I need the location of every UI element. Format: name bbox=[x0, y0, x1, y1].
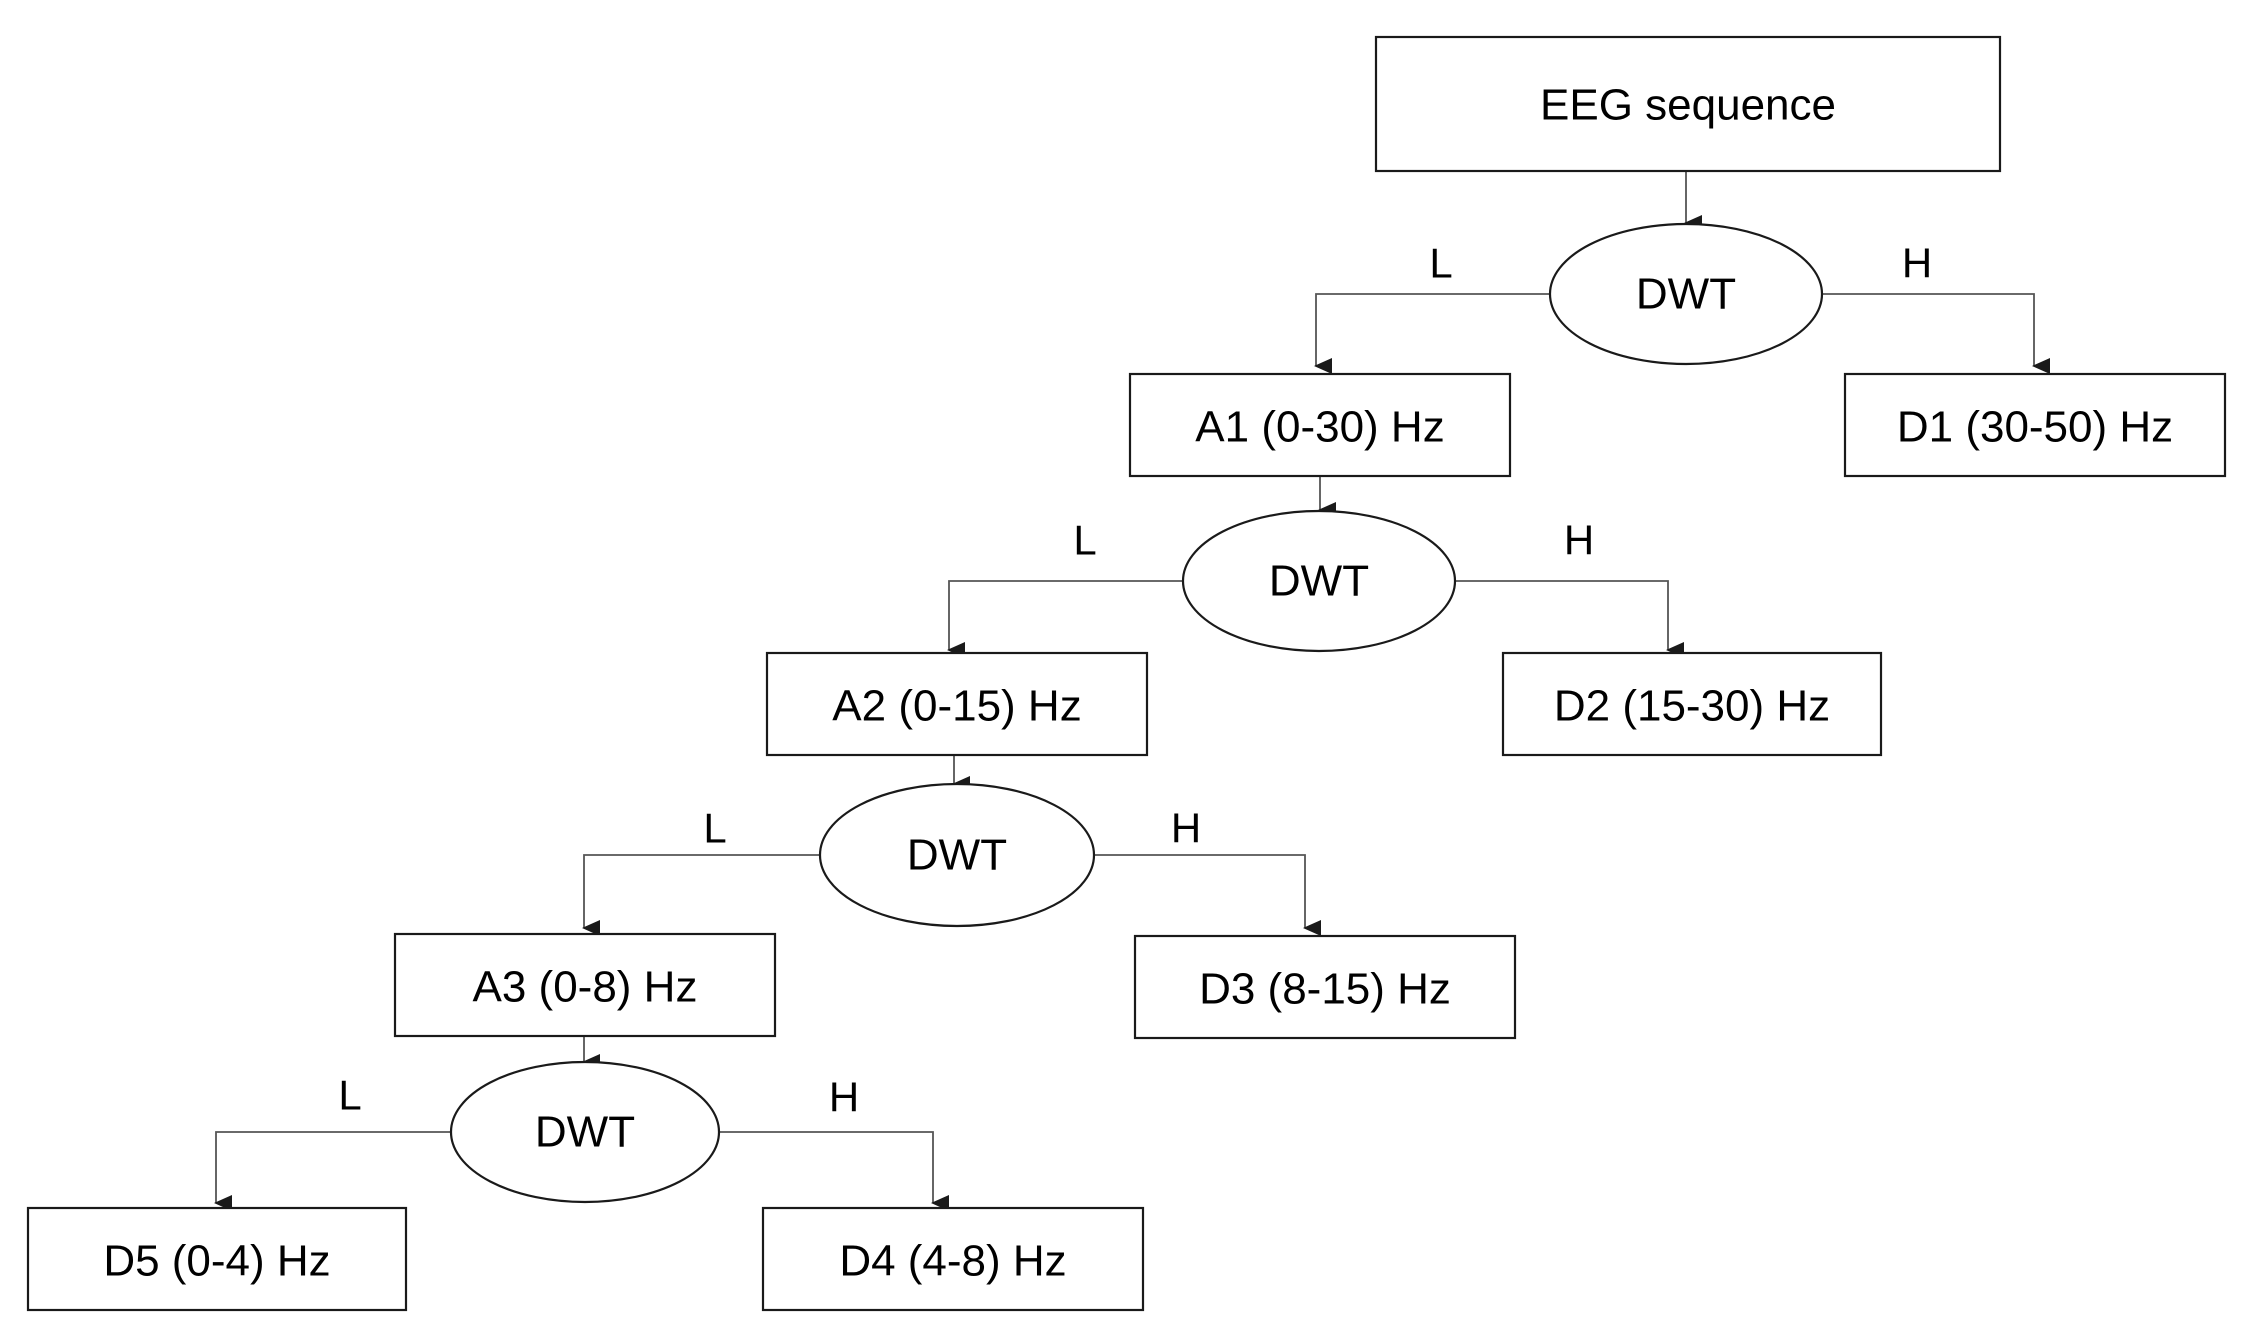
edges bbox=[214, 171, 2050, 1211]
level-1: DWT L H A1 (0-30) Hz D1 (30-50) Hz bbox=[1128, 222, 2227, 478]
edge-dwt-2-low bbox=[947, 580, 1183, 658]
edge-dwt-1-high bbox=[1820, 293, 2050, 374]
level-3: DWT L H A3 (0-8) Hz D3 (8-15) Hz bbox=[393, 782, 1517, 1040]
high-branch-label-1: H bbox=[1902, 240, 1932, 287]
dwt-label-1: DWT bbox=[1636, 270, 1736, 319]
low-branch-label-4: L bbox=[338, 1072, 361, 1119]
dwt-label-2: DWT bbox=[1269, 557, 1369, 606]
detail-box-3 bbox=[1133, 934, 1517, 1040]
detail-box-1 bbox=[1843, 372, 2227, 478]
dwt-node-2 bbox=[1181, 509, 1457, 653]
dwt-node-1 bbox=[1548, 222, 1824, 366]
approx-label-3: A3 (0-8) Hz bbox=[473, 963, 698, 1012]
input-box bbox=[1374, 35, 2002, 173]
low-branch-label-3: L bbox=[703, 805, 726, 852]
dwt-node-4 bbox=[449, 1060, 721, 1204]
edge-dwt-2-high bbox=[1455, 580, 1684, 658]
level-4: DWT L H D5 (0-4) Hz D4 (4-8) Hz bbox=[26, 1060, 1145, 1312]
approx-box-3 bbox=[393, 932, 777, 1038]
approx-box-4 bbox=[26, 1206, 408, 1312]
approx-label-4: D5 (0-4) Hz bbox=[103, 1237, 330, 1286]
input-label: EEG sequence bbox=[1540, 81, 1836, 130]
dwt-label-4: DWT bbox=[535, 1108, 635, 1157]
high-branch-label-4: H bbox=[829, 1074, 859, 1121]
detail-box-4 bbox=[761, 1206, 1145, 1312]
approx-box-2 bbox=[765, 651, 1149, 757]
edge-dwt-4-high bbox=[718, 1131, 949, 1211]
low-branch-label-2: L bbox=[1073, 517, 1096, 564]
approx-box-1 bbox=[1128, 372, 1512, 478]
edge-dwt-1-low bbox=[1314, 293, 1552, 374]
edge-dwt-3-high bbox=[1094, 854, 1321, 936]
dwt-label-3: DWT bbox=[907, 831, 1007, 880]
dwt-node-3 bbox=[818, 782, 1096, 928]
detail-label-4: D4 (4-8) Hz bbox=[839, 1237, 1066, 1286]
input-node: EEG sequence bbox=[1374, 35, 2002, 173]
detail-box-2 bbox=[1501, 651, 1883, 757]
detail-label-2: D2 (15-30) Hz bbox=[1554, 682, 1830, 731]
detail-label-1: D1 (30-50) Hz bbox=[1897, 403, 2173, 452]
low-branch-label-1: L bbox=[1429, 240, 1452, 287]
approx-label-1: A1 (0-30) Hz bbox=[1195, 403, 1444, 452]
detail-label-3: D3 (8-15) Hz bbox=[1199, 965, 1451, 1014]
high-branch-label-2: H bbox=[1564, 517, 1594, 564]
level-2: DWT L H A2 (0-15) Hz D2 (15-30) Hz bbox=[765, 509, 1883, 757]
high-branch-label-3: H bbox=[1171, 805, 1201, 852]
edge-dwt-3-low bbox=[582, 854, 820, 936]
approx-label-2: A2 (0-15) Hz bbox=[832, 682, 1081, 731]
edge-dwt-4-low bbox=[214, 1131, 452, 1211]
